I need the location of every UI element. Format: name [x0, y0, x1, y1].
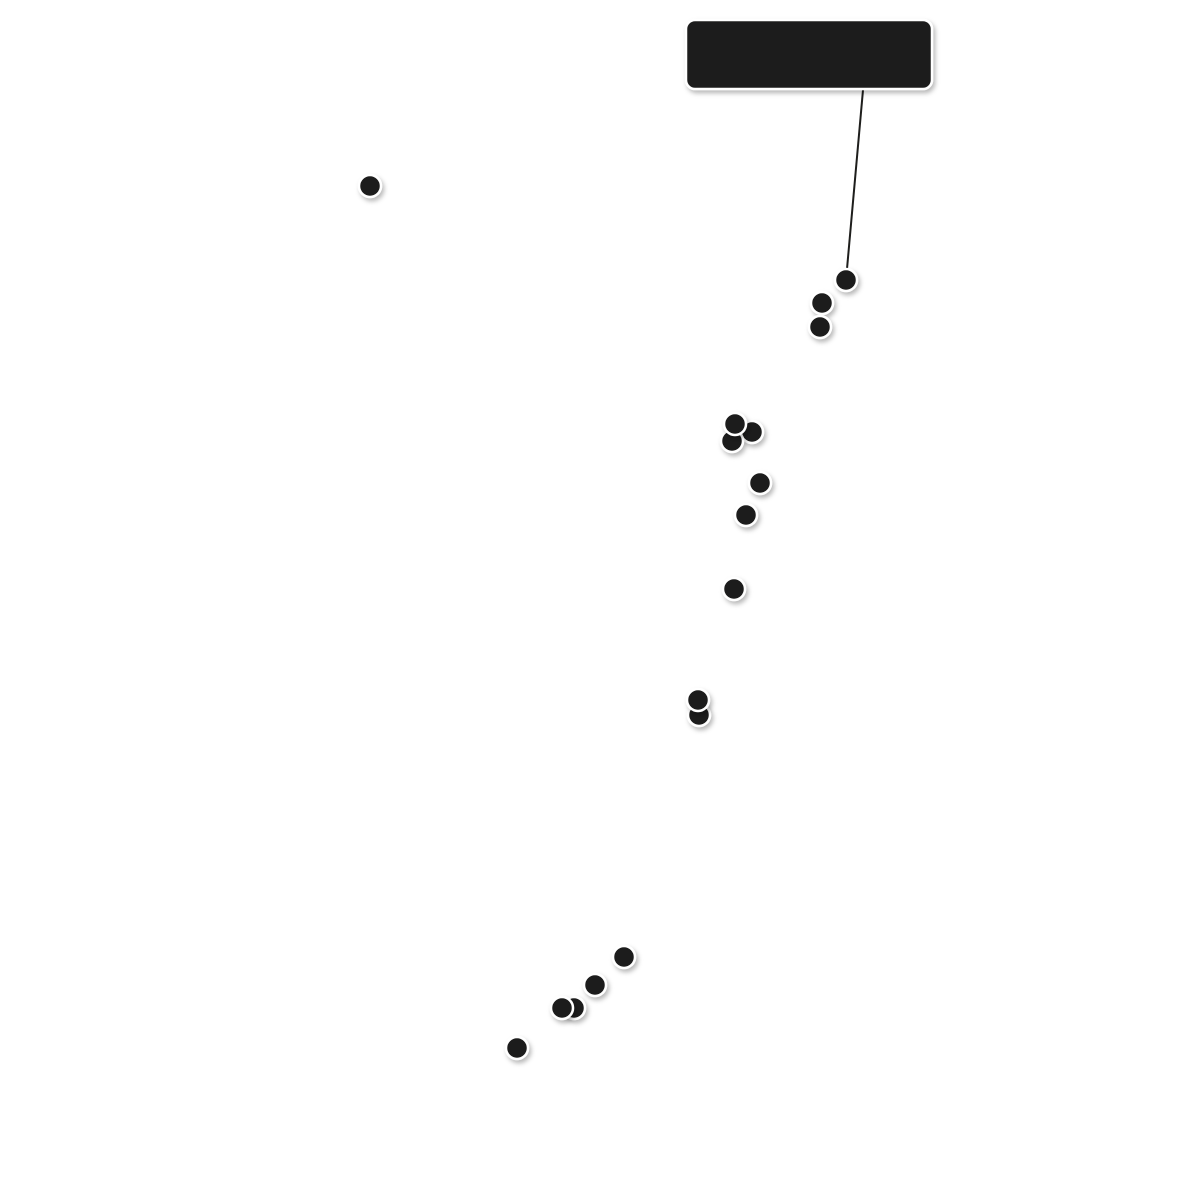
map-marker-13[interactable]	[611, 944, 637, 970]
map-marker-14[interactable]	[582, 972, 608, 998]
map-marker-7[interactable]	[722, 411, 748, 437]
map-marker-9[interactable]	[733, 502, 759, 528]
map-marker-16[interactable]	[549, 995, 575, 1021]
map-marker-2[interactable]	[833, 267, 859, 293]
callout-box[interactable]	[684, 18, 934, 91]
map-marker-8[interactable]	[747, 470, 773, 496]
map-marker-1[interactable]	[357, 173, 383, 199]
map-marker-10[interactable]	[721, 576, 747, 602]
map-marker-17[interactable]	[504, 1035, 530, 1061]
map-marker-3[interactable]	[809, 290, 835, 316]
map-marker-12[interactable]	[685, 687, 711, 713]
callout-leader-line	[845, 89, 864, 281]
marker-layer	[357, 173, 859, 1061]
map-marker-4[interactable]	[807, 314, 833, 340]
callout[interactable]	[684, 18, 934, 281]
